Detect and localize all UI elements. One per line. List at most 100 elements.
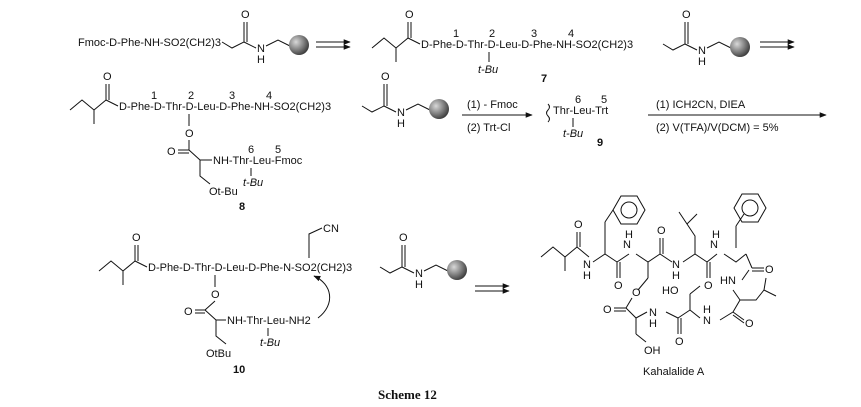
svg-text:HN: HN [720,275,736,287]
svg-text:O: O [704,280,713,292]
compound-10: O D-Phe-D-Thr-D-Leu-D-Phe-N-SO2(CH2)3 CN… [98,223,467,376]
svg-text:N: N [698,45,706,57]
product-name: Kahalalide A [643,366,705,378]
svg-text:t-Bu: t-Bu [260,337,280,349]
svg-text:O: O [167,146,176,158]
svg-text:O: O [657,225,666,237]
svg-text:4: 4 [266,90,272,102]
svg-text:O: O [185,128,194,140]
svg-text:HO: HO [662,285,679,297]
res-num-1: 1 [453,28,459,40]
label-7: 7 [541,73,547,85]
label-8: 8 [239,201,245,213]
svg-text:N: N [415,268,423,280]
svg-text:N: N [583,259,591,271]
otbu-10: OtBu [206,348,231,360]
svg-text:t-Bu: t-Bu [243,177,263,189]
conditions-a: (1) - Fmoc (2) Trt-Cl [462,99,533,134]
sequence-10: D-Phe-D-Thr-D-Leu-D-Phe-N-SO2(CH2)3 [148,262,352,274]
scheme-caption: Scheme 12 [378,387,437,402]
svg-text:O: O [211,289,220,301]
kahalalide-a-structure: O N H O N H O N H O N H [540,193,777,378]
svg-text:O: O [132,232,141,244]
branch-10: NH-Thr-Leu-NH2 [227,315,311,327]
fragment-9: Thr-Leu-Trt 6 5 t-Bu 9 [546,94,608,149]
svg-text:6: 6 [248,144,254,156]
svg-text:5: 5 [601,94,607,106]
svg-text:5: 5 [275,144,281,156]
svg-text:O: O [184,306,193,318]
start-sequence: Fmoc-D-Phe-NH-SO2(CH2)3 [78,37,221,49]
label-10: 10 [233,364,245,376]
compound-8: O D-Phe-D-Thr-D-Leu-D-Phe-NH-SO2(CH2)3 1… [69,71,449,213]
resin-bead-icon [289,35,309,55]
reaction-arrow-1 [316,39,351,50]
label-9: 9 [597,137,603,149]
svg-text:H: H [672,270,680,282]
svg-text:1: 1 [151,90,157,102]
cyclization-arrow [313,275,330,319]
svg-text:H: H [625,229,633,241]
svg-text:N: N [623,239,631,251]
res-num-2: 2 [489,28,495,40]
svg-text:H: H [397,118,405,130]
svg-text:(2) V(TFA)/V(DCM) = 5%: (2) V(TFA)/V(DCM) = 5% [656,122,779,134]
acyl-o: O [405,9,414,21]
carbonyl-o: O [241,9,250,21]
svg-text:O: O [381,71,390,83]
svg-text:O: O [682,9,691,21]
conditions-b: (1) ICH2CN, DIEA (2) V(TFA)/V(DCM) = 5% [648,99,827,134]
svg-text:2: 2 [188,90,194,102]
svg-text:3: 3 [229,90,235,102]
svg-text:6: 6 [575,94,581,106]
amide-n: N [257,43,265,55]
svg-text:H: H [649,318,657,330]
amide-bond [243,41,257,49]
svg-text:O: O [399,232,408,244]
otbu-8: Ot-Bu [209,186,238,198]
svg-text:H: H [712,229,720,241]
svg-text:N: N [672,259,680,271]
svg-text:O: O [603,304,612,316]
svg-text:N: N [710,239,718,251]
svg-text:O: O [614,280,623,292]
svg-text:N: N [703,315,711,327]
reaction-arrow-2 [760,39,795,50]
svg-text:N: N [649,307,657,319]
svg-text:O: O [632,287,641,299]
reaction-arrow-3 [475,283,510,294]
compound-7: O D-Phe-D-Thr-D-Leu-D-Phe-NH-SO2(CH2)3 1… [371,9,750,85]
svg-text:H: H [703,304,711,316]
sequence-8: D-Phe-D-Thr-D-Leu-D-Phe-NH-SO2(CH2)3 [119,101,331,113]
svg-text:O: O [574,219,583,231]
branch-8: NH-Thr-Leu-Fmoc [213,155,303,167]
resin-linker [265,39,291,47]
svg-text:(1) ICH2CN, DIEA: (1) ICH2CN, DIEA [656,99,746,111]
compound-start: Fmoc-D-Phe-NH-SO2(CH2)3 O N H [78,9,309,66]
svg-text:Thr-Leu-Trt: Thr-Leu-Trt [553,105,608,117]
svg-text:H: H [583,270,591,282]
sequence-7: D-Phe-D-Thr-D-Leu-D-Phe-NH-SO2(CH2)3 [421,39,633,51]
benzene-ring [612,195,646,225]
svg-text:H: H [698,56,706,68]
svg-text:O: O [675,336,684,348]
svg-text:OH: OH [644,345,661,357]
benzene-ring [733,193,767,223]
tbu-7: t-Bu [478,64,498,76]
cyano: CN [323,223,339,235]
res-num-3: 3 [531,28,537,40]
svg-text:O: O [103,71,112,83]
amide-h: H [257,54,265,66]
svg-text:H: H [415,279,423,291]
svg-text:(2) Trt-Cl: (2) Trt-Cl [467,122,510,134]
resin-bead-icon [730,37,750,57]
res-num-4: 4 [568,28,574,40]
resin-bead-icon [429,99,449,119]
svg-text:O: O [765,264,774,276]
svg-text:N: N [397,107,405,119]
linker-bond [221,22,245,49]
svg-text:t-Bu: t-Bu [563,128,583,140]
svg-text:O: O [745,318,754,330]
svg-text:(1) - Fmoc: (1) - Fmoc [467,99,518,111]
